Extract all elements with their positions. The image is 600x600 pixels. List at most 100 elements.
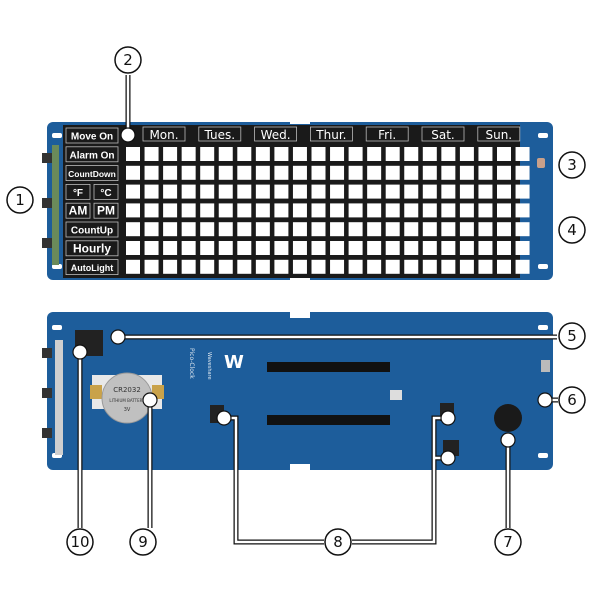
led-cell [497, 259, 511, 274]
mode-label: Hourly [73, 241, 111, 255]
led-cell [126, 259, 140, 274]
led-cell [422, 241, 437, 255]
led-cell [422, 165, 437, 180]
led-cell [367, 203, 382, 218]
led-cell [255, 222, 270, 237]
button-icon [42, 153, 52, 163]
battery-volt: 3V [124, 407, 131, 413]
led-cell [200, 222, 215, 237]
led-cell [311, 165, 326, 180]
led-cell [237, 147, 252, 161]
led-cell [441, 241, 456, 255]
callout-10: 10 [66, 528, 94, 556]
led-cell [441, 203, 456, 218]
day-label: Thur. [315, 128, 346, 142]
led-cell [292, 165, 307, 180]
mode-label: CountDown [68, 169, 116, 179]
led-cell [144, 147, 159, 161]
led-cell [218, 184, 233, 199]
led-cell [255, 147, 270, 161]
usb-port [541, 360, 550, 372]
led-cell [478, 147, 493, 161]
led-cell [274, 165, 289, 180]
mode-label: Move On [71, 132, 113, 143]
led-cell [144, 184, 159, 199]
svg-text:6: 6 [567, 391, 577, 409]
led-cell [497, 203, 511, 218]
led-cell [404, 165, 419, 180]
led-cell [348, 241, 363, 255]
led-cell [218, 222, 233, 237]
day-label-box [421, 126, 465, 142]
back-board: CR2032 LITHIUM BATTERY 3V Pico-Clock Wav… [42, 310, 553, 472]
mode-label-box [65, 165, 119, 182]
led-cell [459, 259, 474, 274]
led-cell [404, 184, 419, 199]
led-cell [330, 259, 345, 274]
led-cell [163, 203, 178, 218]
mode-label-box [93, 183, 119, 200]
led-cell [497, 165, 511, 180]
led-cell [459, 184, 474, 199]
led-cell [163, 184, 178, 199]
led-cell [218, 203, 233, 218]
led-cell [459, 203, 474, 218]
svg-text:4: 4 [567, 221, 577, 239]
led-cell [292, 222, 307, 237]
day-label-box [198, 126, 242, 142]
waveshare-logo: W [224, 352, 244, 373]
led-cell [255, 165, 270, 180]
led-cell [292, 241, 307, 255]
day-label: Wed. [261, 128, 291, 142]
callout-9: 9 [129, 528, 157, 556]
led-cell [497, 241, 511, 255]
led-cell [348, 184, 363, 199]
led-cell [181, 241, 196, 255]
led-cell [422, 259, 437, 274]
led-cell [348, 165, 363, 180]
led-cell [348, 203, 363, 218]
callout-3: 3 [558, 151, 586, 179]
led-cell [274, 184, 289, 199]
led-cell [497, 222, 511, 237]
battery-sub: LITHIUM BATTERY [109, 398, 145, 403]
led-cell [330, 203, 345, 218]
led-cell [459, 241, 474, 255]
led-cell [385, 147, 400, 161]
led-cell [422, 147, 437, 161]
led-cell [126, 222, 140, 237]
led-cell [311, 184, 326, 199]
svg-text:1: 1 [15, 191, 25, 209]
led-cell [330, 184, 345, 199]
led-cell [200, 147, 215, 161]
mode-label-box [65, 202, 91, 219]
led-cell [459, 147, 474, 161]
button-icon [42, 388, 52, 398]
led-cell [311, 222, 326, 237]
led-cell [459, 222, 474, 237]
led-cell [478, 203, 493, 218]
led-cell [330, 165, 345, 180]
led-cell [497, 184, 511, 199]
led-cell [367, 222, 382, 237]
led-cell [348, 147, 363, 161]
led-cell [237, 203, 252, 218]
led-cell [255, 241, 270, 255]
button-icon [42, 198, 52, 208]
led-cell [255, 259, 270, 274]
led-cell [255, 184, 270, 199]
light-sensor-icon [537, 158, 545, 168]
led-cell [181, 165, 196, 180]
led-cell [144, 222, 159, 237]
led-cell [441, 147, 456, 161]
day-label: Tues. [204, 128, 236, 142]
button-icon [42, 238, 52, 248]
mode-label-box [65, 240, 119, 257]
mode-label-box [65, 127, 119, 144]
led-cell [200, 241, 215, 255]
button-icon [42, 348, 52, 358]
led-cell [126, 203, 140, 218]
svg-text:10: 10 [70, 533, 89, 551]
buzzer [494, 404, 522, 432]
